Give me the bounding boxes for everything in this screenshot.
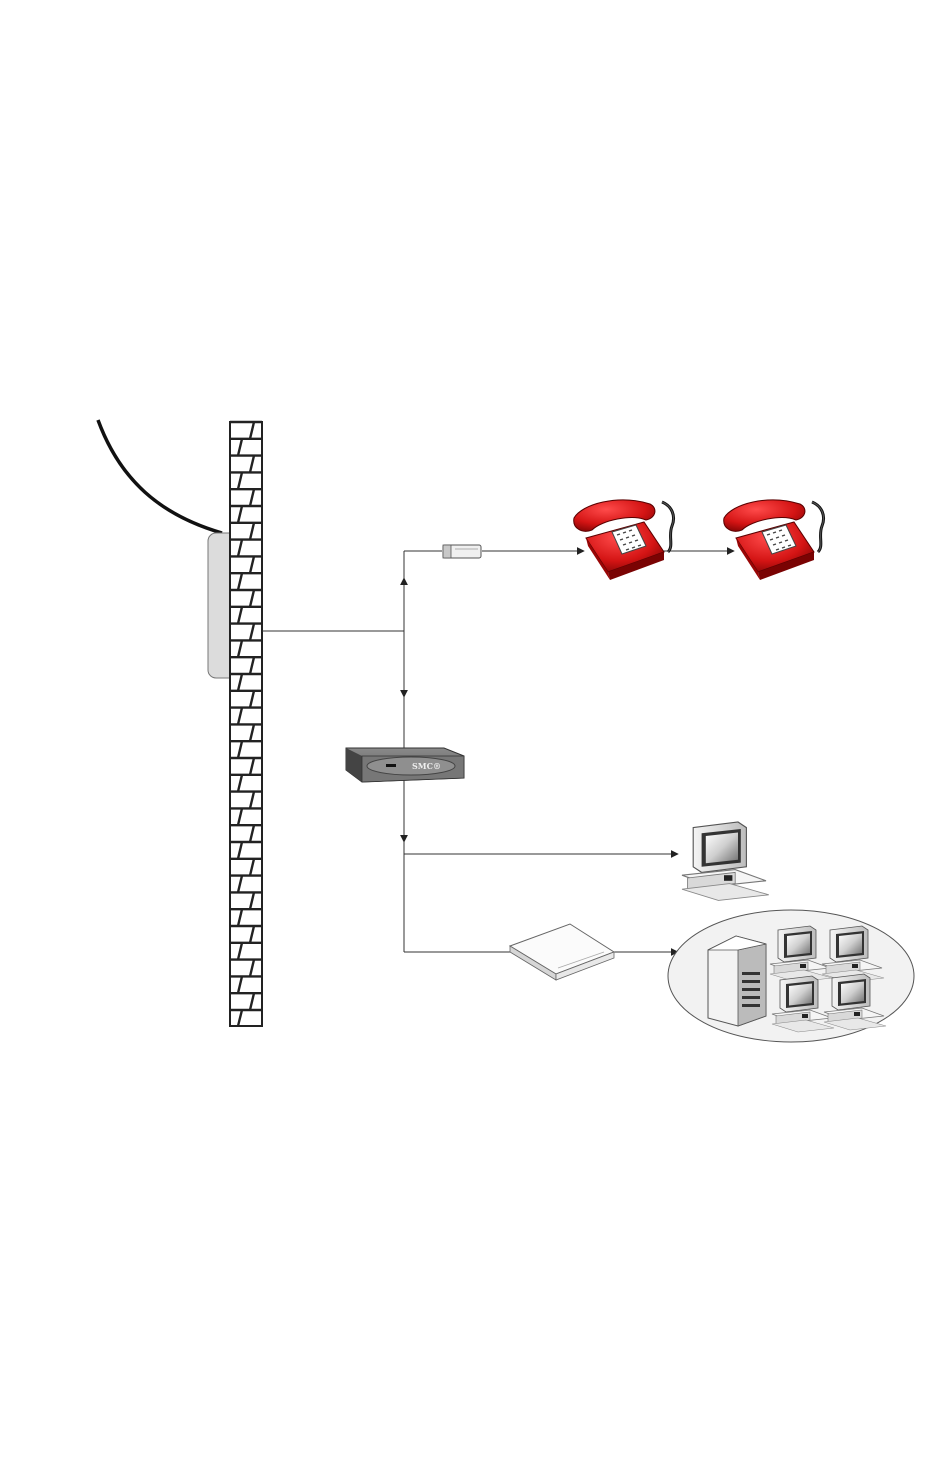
telephone-icon [724,500,824,580]
ethernet-hub-icon [510,924,614,980]
file-server-icon [708,936,766,1026]
adsl-router-icon: SMC® [346,748,464,782]
brick-wall [230,422,262,1026]
connection-lines [262,551,734,952]
splitter-filter-icon [443,545,481,558]
telephone-icon [574,500,674,580]
router-logo: SMC® [412,761,441,771]
desktop-computer-icon [682,822,769,900]
service-cable [98,420,222,533]
